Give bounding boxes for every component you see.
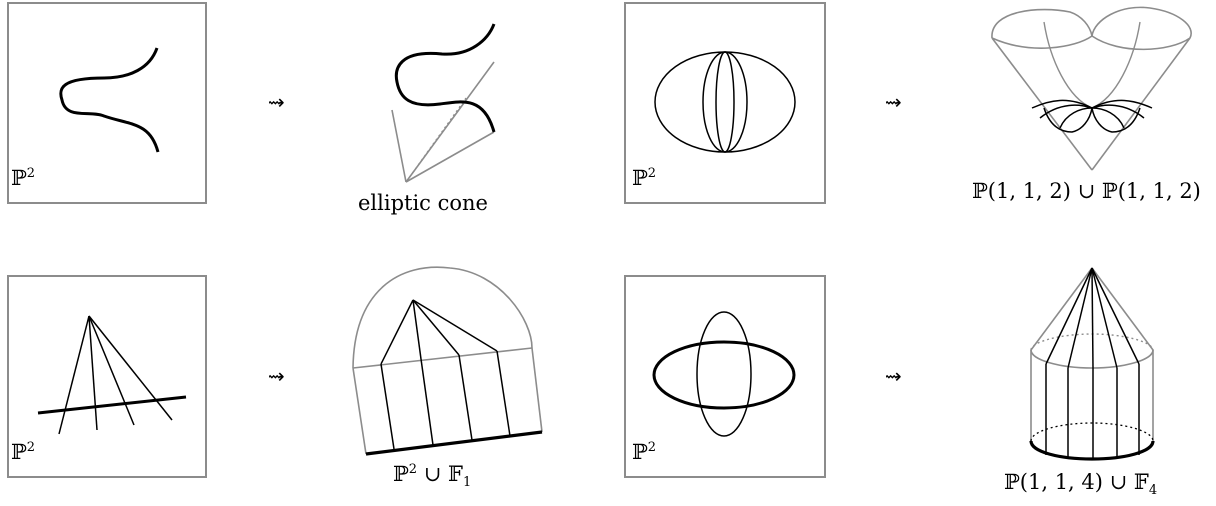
caption-p2-union-f1: ℙ2 ∪ 𝔽1	[393, 462, 472, 491]
ellipse-pencil	[654, 51, 796, 153]
caption-p112-union: ℙ(1, 1, 2) ∪ ℙ(1, 1, 2)	[972, 179, 1201, 203]
caption-elliptic-cone: elliptic cone	[358, 191, 488, 215]
panel-frame-line-pencil	[7, 275, 207, 478]
p2-label-line-pencil: ℙ2	[11, 440, 36, 464]
elliptic-cone	[391, 23, 496, 183]
p2-label-two-ellipses: ℙ2	[632, 440, 657, 464]
two-ellipses	[652, 311, 796, 437]
line-pencil	[37, 315, 187, 435]
plane-union-f1	[352, 266, 543, 456]
degeneration-arrow-3: ⇝	[268, 364, 285, 388]
panel-frame-two-ellipses	[624, 275, 826, 478]
cone-cylinder-figure	[1029, 267, 1155, 461]
double-cone-figure	[991, 6, 1192, 171]
p2-label-cubic: ℙ2	[11, 166, 36, 190]
degeneration-arrow-4: ⇝	[885, 364, 902, 388]
p2-label-ellipse-pencil: ℙ2	[632, 166, 657, 190]
degeneration-arrow-2: ⇝	[885, 90, 902, 114]
degeneration-arrow-1: ⇝	[268, 90, 285, 114]
panel-frame-ellipse-pencil	[624, 2, 826, 204]
caption-p114-union-f4: ℙ(1, 1, 4) ∪ 𝔽4	[1004, 470, 1158, 499]
cubic-curve	[59, 47, 160, 153]
panel-frame-cubic	[7, 2, 207, 204]
